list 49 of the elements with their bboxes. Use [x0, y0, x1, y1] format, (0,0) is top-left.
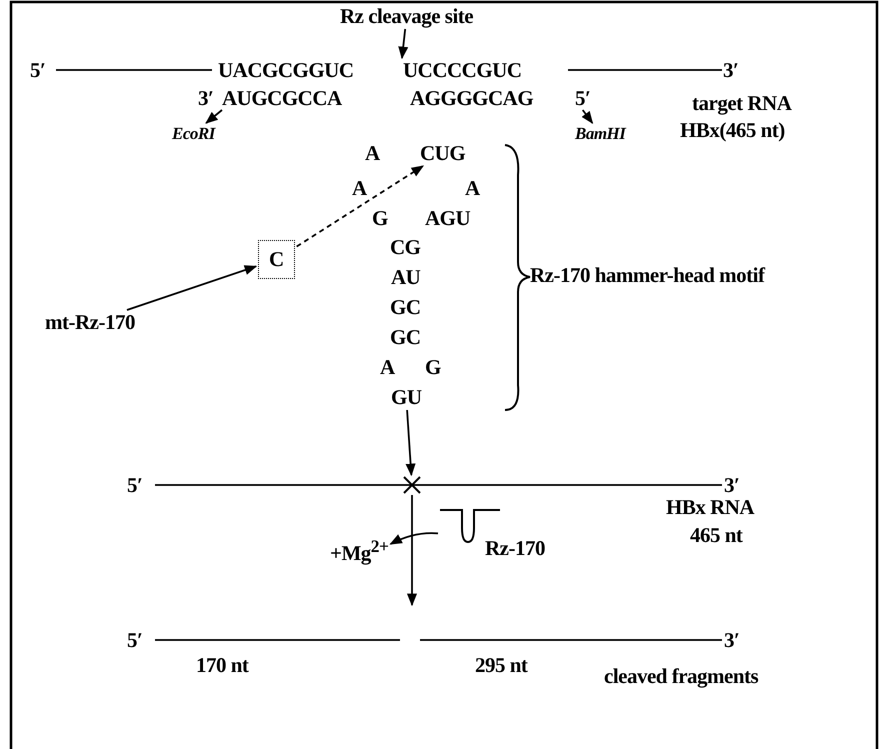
- nucleotide-text: GU: [391, 387, 422, 408]
- text-label: AGU: [425, 208, 470, 229]
- text-label: HBx(465 nt): [680, 120, 785, 141]
- text-label: 3′: [724, 475, 740, 496]
- text-label: GC: [390, 297, 420, 318]
- text-label: 5′: [127, 630, 142, 651]
- sequence-text: UCCCCGUC: [403, 60, 522, 81]
- end-label: 5′: [575, 88, 590, 109]
- text-label: GC: [390, 327, 420, 348]
- text-label: A: [365, 143, 380, 164]
- text-label: Rz-170 hammer-head motif: [530, 265, 764, 286]
- sequence-text: AGGGGCAG: [410, 88, 534, 109]
- arrow: [582, 109, 594, 124]
- text-label: 3′: [724, 630, 740, 651]
- text-label: AU: [391, 267, 420, 288]
- arrow: [398, 28, 408, 60]
- nucleotide-text: CUG: [420, 143, 466, 164]
- arrow: [205, 109, 223, 124]
- text-label: A: [352, 178, 367, 199]
- sequence-text: AUGCGCCA: [222, 88, 342, 109]
- dashed-arrow: [296, 165, 424, 248]
- cleavage-cross: [404, 477, 420, 493]
- text-label: 295 nt: [475, 655, 528, 676]
- text-label: 170 nt: [196, 655, 248, 676]
- boxed-nucleotide: C: [258, 240, 295, 279]
- curved-arrow: [389, 532, 438, 545]
- text-label: CG: [390, 237, 420, 258]
- arrow: [126, 265, 258, 311]
- text-label: target RNA: [692, 93, 792, 114]
- enzyme-label: EcoRI: [172, 125, 215, 142]
- text-label: 465 nt: [690, 525, 742, 546]
- text-label: 3′: [723, 60, 738, 81]
- text-label: G: [372, 208, 388, 229]
- text-label: G: [425, 357, 441, 378]
- text-label: 5′: [30, 60, 46, 81]
- sequence-text: UACGCGGUC: [218, 60, 354, 81]
- text-label: HBx RNA: [666, 497, 754, 518]
- ribozyme-label: Rz-170: [485, 538, 545, 559]
- text-label: 5′: [127, 475, 142, 496]
- site-label: Rz cleavage site: [340, 6, 474, 27]
- text-label: 3′: [198, 88, 214, 109]
- text-label: A: [465, 178, 480, 199]
- enzyme-label: BamHI: [575, 125, 626, 142]
- arrow: [406, 410, 416, 476]
- ion-label: +Mg$^{2+}$: [330, 538, 389, 564]
- text-label: A: [380, 357, 395, 378]
- text-label: cleaved fragments: [604, 666, 758, 687]
- mutant-label: mt-Rz-170: [45, 312, 135, 333]
- arrow: [406, 495, 418, 606]
